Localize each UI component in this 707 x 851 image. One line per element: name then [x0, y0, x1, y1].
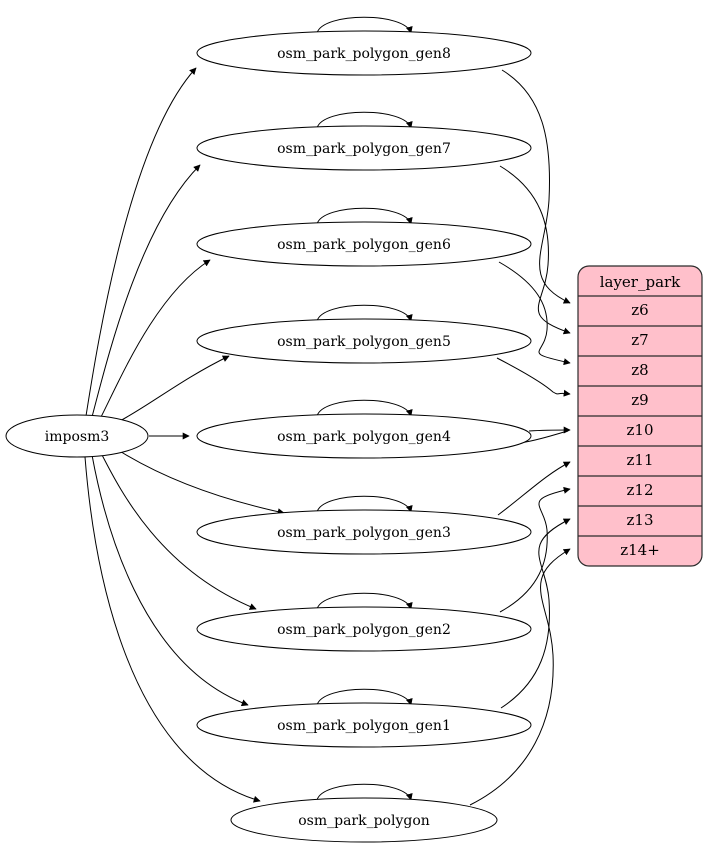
edge-gen4-z10: [528, 426, 571, 434]
edge-gen7-z7: [499, 165, 571, 335]
edge-base-z14: [469, 548, 571, 806]
node-gen4-label: osm_park_polygon_gen4: [277, 429, 451, 445]
edge-imposm3-gen3: [117, 449, 285, 516]
node-gen8-label: osm_park_polygon_gen8: [277, 46, 451, 62]
node-gen1-label: osm_park_polygon_gen1: [277, 718, 451, 734]
node-gen5[interactable]: osm_park_polygon_gen5: [196, 318, 532, 364]
layer-park-row-z13[interactable]: z13: [627, 511, 654, 529]
self-loop-gen8: [316, 16, 413, 34]
node-gen4[interactable]: osm_park_polygon_gen4: [196, 413, 532, 459]
node-base-label: osm_park_polygon: [298, 813, 430, 829]
layer-park-row-z8[interactable]: z8: [631, 361, 648, 379]
edge-gen1-z13: [500, 518, 571, 709]
layer-park-row-z6[interactable]: z6: [631, 301, 648, 319]
edge-imposm3-gen6: [99, 259, 211, 420]
edge-gen3-z11: [497, 461, 571, 516]
layer-park-header-label: layer_park: [600, 273, 681, 291]
self-loop-gen6: [316, 207, 413, 225]
edge-imposm3-gen7: [91, 164, 201, 418]
self-loop-gen5: [316, 304, 413, 322]
self-loops: [316, 16, 413, 801]
edge-imposm3-gen8: [85, 67, 197, 417]
layer-park-row-z14plus[interactable]: z14+: [620, 541, 660, 559]
node-gen8-shape[interactable]: [196, 30, 532, 76]
edge-imposm3-gen2: [100, 452, 257, 610]
edges-from-imposm3: [84, 67, 285, 803]
edge-imposm3-gen5: [115, 355, 230, 424]
node-gen3-label: osm_park_polygon_gen3: [277, 525, 451, 541]
edge-imposm3-base: [84, 456, 261, 803]
self-loop-gen7: [316, 111, 413, 129]
layer-park-row-z9[interactable]: z9: [631, 391, 648, 409]
node-gen1-shape[interactable]: [196, 702, 532, 748]
self-loop-base: [316, 783, 413, 801]
node-imposm3[interactable]: imposm3: [5, 414, 149, 458]
node-gen8[interactable]: osm_park_polygon_gen8: [196, 30, 532, 76]
node-gen2-shape[interactable]: [196, 606, 532, 652]
edge-gen5-z9: [496, 357, 571, 397]
edge-gen8-z6: [501, 69, 571, 304]
node-gen6-shape[interactable]: [196, 221, 532, 267]
layer-park-row-z11[interactable]: z11: [627, 451, 654, 469]
node-gen7[interactable]: osm_park_polygon_gen7: [196, 125, 532, 171]
node-base[interactable]: osm_park_polygon: [230, 797, 498, 843]
edges-to-layer-park: [469, 69, 571, 806]
node-gen6-label: osm_park_polygon_gen6: [277, 237, 451, 253]
node-gen2-label: osm_park_polygon_gen2: [277, 622, 451, 638]
node-gen5-shape[interactable]: [196, 318, 532, 364]
node-gen2[interactable]: osm_park_polygon_gen2: [196, 606, 532, 652]
node-gen5-label: osm_park_polygon_gen5: [277, 334, 451, 350]
node-imposm3-shape[interactable]: [5, 414, 149, 458]
node-gen3-shape[interactable]: [196, 509, 532, 555]
layer-park-row-z10[interactable]: z10: [627, 421, 654, 439]
node-gen7-label: osm_park_polygon_gen7: [277, 141, 451, 157]
node-gen7-shape[interactable]: [196, 125, 532, 171]
node-gen1[interactable]: osm_park_polygon_gen1: [196, 702, 532, 748]
edge-gen6-z8: [498, 261, 571, 366]
node-gen3[interactable]: osm_park_polygon_gen3: [196, 509, 532, 555]
layer-park-table[interactable]: layer_park z6 z7 z8 z9 z10 z11 z12: [577, 265, 703, 567]
node-gen6[interactable]: osm_park_polygon_gen6: [196, 221, 532, 267]
edge-gen2-z12: [499, 486, 571, 613]
nodes: imposm3 osm_park_polygon_gen8 osm_park_p…: [5, 30, 532, 843]
self-loop-gen3: [316, 495, 413, 513]
self-loop-gen4: [316, 399, 413, 417]
layer-park-row-z12[interactable]: z12: [627, 481, 654, 499]
edge-imposm3-gen1: [91, 454, 249, 707]
self-loop-gen1: [316, 688, 413, 706]
node-imposm3-label: imposm3: [45, 429, 110, 445]
node-base-shape[interactable]: [230, 797, 498, 843]
node-gen4-shape[interactable]: [196, 413, 532, 459]
self-loop-gen2: [316, 592, 413, 610]
layer-park-row-z7[interactable]: z7: [631, 331, 648, 349]
